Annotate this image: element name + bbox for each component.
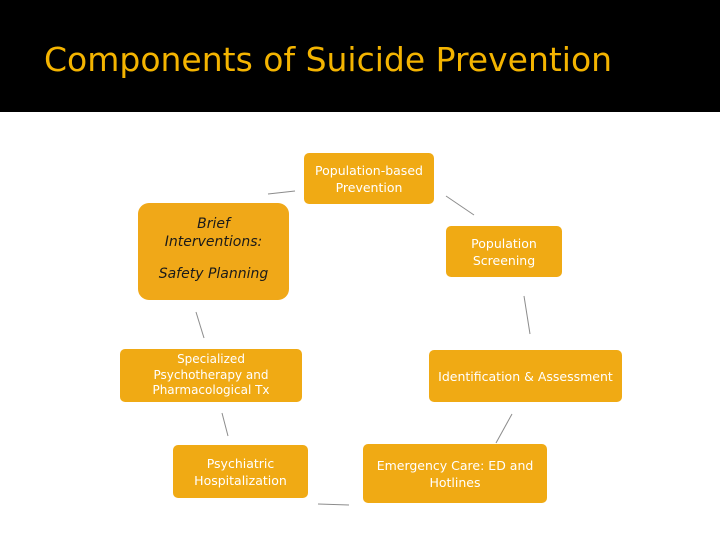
node-text-line: Population	[471, 235, 537, 251]
connector-specialized-brief	[195, 311, 205, 339]
node-population-screening: Population Screening	[446, 226, 562, 277]
node-text-line: Hotlines	[429, 474, 481, 490]
node-text-line: Brief	[197, 216, 230, 232]
node-text-line: Emergency Care: ED and	[376, 457, 534, 473]
node-population-based-prevention: Population-based Prevention	[304, 153, 434, 204]
node-text-line: Pharmacological Tx	[152, 383, 270, 398]
connector-population-screening	[445, 195, 475, 216]
node-text-line: Identification & Assessment	[438, 368, 613, 384]
node-text-line: Interventions:	[164, 234, 263, 250]
title-bar: Components of Suicide Prevention	[0, 0, 720, 112]
slide-title: Components of Suicide Prevention	[44, 40, 613, 79]
node-text-line: Psychotherapy and	[153, 367, 269, 382]
connector-brief-population	[267, 190, 296, 195]
node-emergency-care: Emergency Care: ED and Hotlines	[363, 444, 547, 503]
node-text-line: Safety Planning	[158, 266, 269, 282]
node-text-line: Psychiatric	[206, 455, 275, 471]
node-text-line: Hospitalization	[194, 472, 287, 488]
node-text-line: Population-based	[315, 162, 423, 178]
node-psychiatric-hospitalization: Psychiatric Hospitalization	[173, 445, 308, 498]
node-specialized-psychotherapy: Specialized Psychotherapy and Pharmacolo…	[120, 349, 302, 402]
node-text-line: Specialized	[177, 352, 245, 367]
node-brief-interventions: Brief Interventions: Safety Planning	[138, 203, 289, 300]
connector-emergency-psychiatric	[317, 503, 350, 506]
node-text-line: Screening	[472, 252, 536, 268]
connector-screening-identification	[523, 295, 531, 335]
node-text-line: Prevention	[335, 179, 403, 195]
connector-psychiatric-specialized	[221, 412, 229, 437]
connector-identification-emergency	[495, 413, 513, 444]
node-identification-assessment: Identification & Assessment	[429, 350, 622, 402]
